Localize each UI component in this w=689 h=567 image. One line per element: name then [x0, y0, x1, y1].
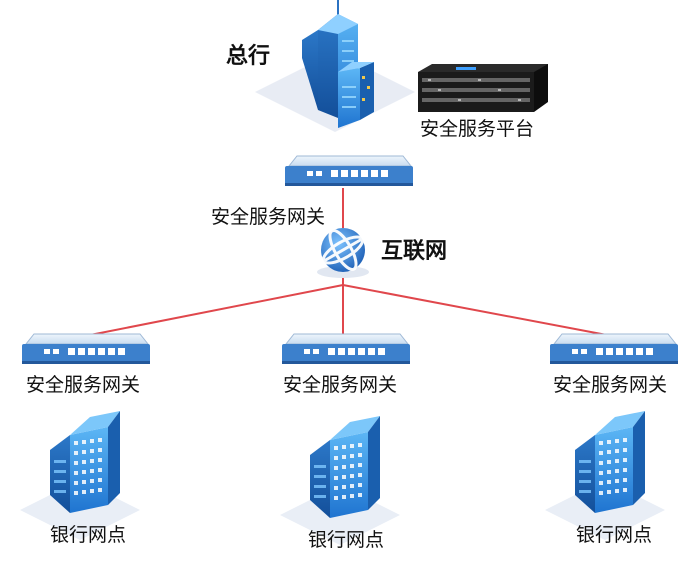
gateway-icon-left	[21, 333, 151, 365]
connection-lines	[84, 188, 613, 337]
gateway-label-right: 安全服务网关	[553, 374, 668, 396]
gateway-icon-right	[549, 333, 679, 365]
headquarters-label: 总行	[226, 44, 271, 69]
branch-building-icon-right	[545, 411, 665, 540]
link-left-branch	[84, 284, 344, 337]
link-right-branch	[342, 284, 613, 337]
branch-label-left: 银行网点	[50, 524, 127, 546]
internet-label: 互联网	[381, 239, 448, 264]
server-rack-icon	[418, 64, 548, 112]
branch-building-icon-left	[20, 411, 140, 540]
gateway-icon-top	[284, 155, 414, 187]
headquarters-building-icon	[255, 0, 415, 132]
gateway-icon-center	[281, 333, 411, 365]
gateway-label-left: 安全服务网关	[26, 374, 141, 396]
branch-building-icon-center	[280, 416, 400, 545]
branch-label-center: 银行网点	[308, 529, 385, 551]
platform-label: 安全服务平台	[420, 118, 535, 140]
gateway-label-center: 安全服务网关	[283, 374, 398, 396]
branch-label-right: 银行网点	[576, 524, 653, 546]
gateway-label-top: 安全服务网关	[211, 206, 326, 228]
globe-icon	[317, 228, 369, 278]
